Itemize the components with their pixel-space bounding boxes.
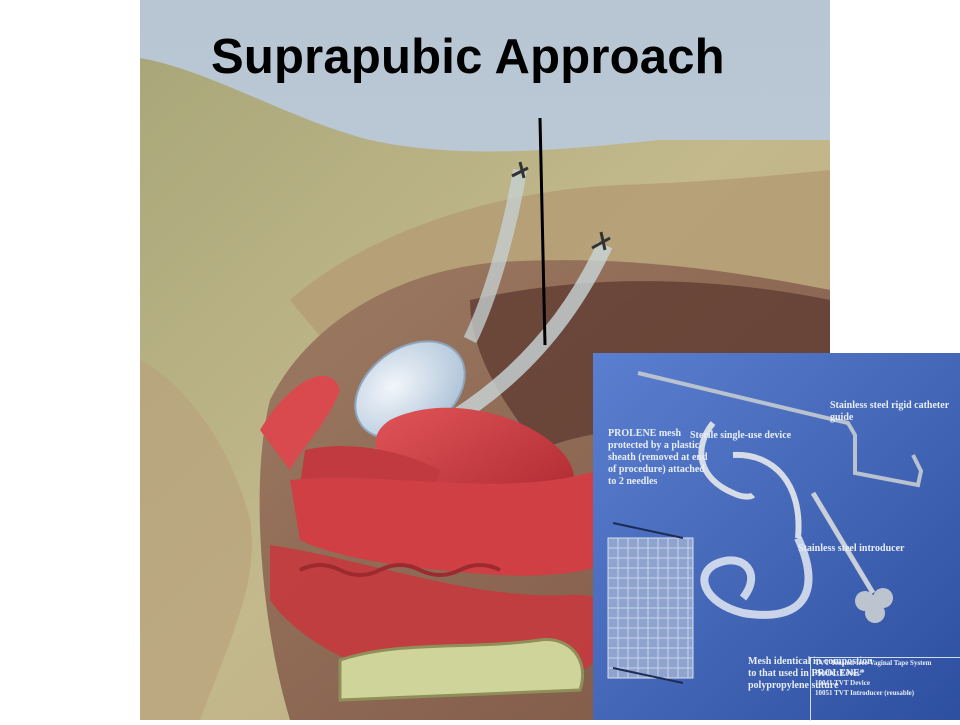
caption-mesh-note: Mesh identical in compostion to that use… [748,656,873,691]
slide-title: Suprapubic Approach [211,30,725,84]
sacrum [338,638,585,702]
caption-introducer: Stainless steel introducer [798,543,905,554]
product-code-2: 10051 TVT Introducer (reusable) [815,689,915,697]
product-photo: Stainless steel rigid catheter guide PRO… [593,353,960,720]
mesh-tape-left [463,168,527,344]
skin-fold [140,360,252,720]
product-codes-label: Product Codes: [815,669,862,677]
introducer-handle-2 [873,588,893,608]
needle-mark-2 [591,231,611,251]
caption-catheter-guide: Stainless steel rigid catheter guide [830,400,949,423]
system-name: TVT Tension-free Vaginal Tape System [815,659,932,667]
rectum-folds [299,563,501,577]
needle-mark-1 [511,161,529,179]
pointer-line [538,117,547,346]
product-photo-art [593,353,960,720]
product-code-1: 10041 TVT Device [815,679,870,687]
curved-needle-left [698,421,756,500]
pubic-bone [260,375,340,470]
vaginal-canal [290,466,672,576]
mesh-tape [700,536,813,619]
product-codes-box: TVT Tension-free Vaginal Tape System Pro… [810,657,960,721]
caption-single-use-device: Sterile single-use device [690,430,792,441]
caption-prolene-mesh: PROLENE mesh protected by a plastic shea… [608,428,708,487]
abdominal-wall [290,170,830,360]
introducer-shaft [810,491,876,595]
curved-needle-right [732,451,802,539]
catheter-guide [637,371,924,488]
introducer-handle-3 [865,603,885,623]
mesh-swatch [607,522,694,684]
